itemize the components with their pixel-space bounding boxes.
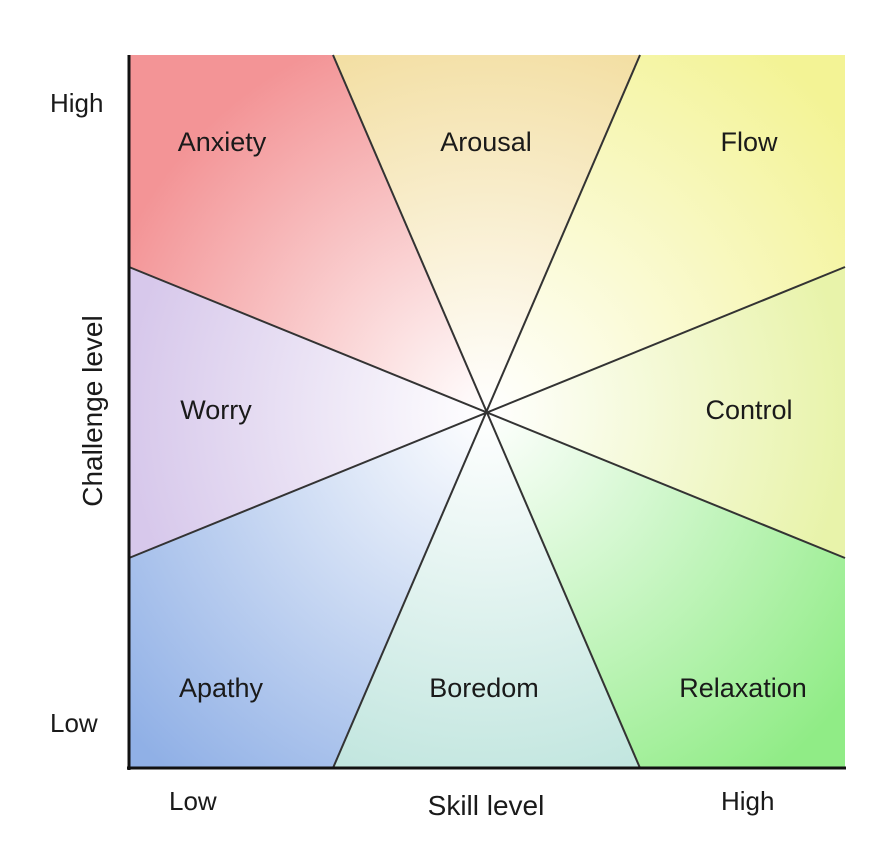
y-axis-title: Challenge level: [77, 315, 108, 506]
zone-flow: [487, 55, 845, 412]
x-axis-high-label: High: [721, 786, 774, 816]
y-axis-high-label: High: [50, 88, 103, 118]
zone-label-control: Control: [705, 395, 792, 425]
zone-label-worry: Worry: [180, 395, 252, 425]
zone-label-arousal: Arousal: [440, 127, 532, 157]
x-axis-low-label: Low: [169, 786, 217, 816]
x-axis-title: Skill level: [428, 790, 545, 821]
zone-boredom: [333, 412, 640, 768]
zone-relaxation: [487, 412, 845, 768]
zone-arousal: [333, 55, 640, 412]
zone-anxiety: [129, 55, 487, 412]
y-axis-low-label: Low: [50, 708, 98, 738]
divider-line: [128, 266, 846, 559]
zone-label-flow: Flow: [720, 127, 778, 157]
zone-control: [487, 267, 845, 558]
zone-label-anxiety: Anxiety: [178, 127, 267, 157]
zone-label-relaxation: Relaxation: [679, 673, 807, 703]
zone-apathy: [129, 412, 487, 768]
zone-worry: [129, 267, 487, 558]
zone-label-boredom: Boredom: [429, 673, 539, 703]
zone-label-apathy: Apathy: [179, 673, 264, 703]
